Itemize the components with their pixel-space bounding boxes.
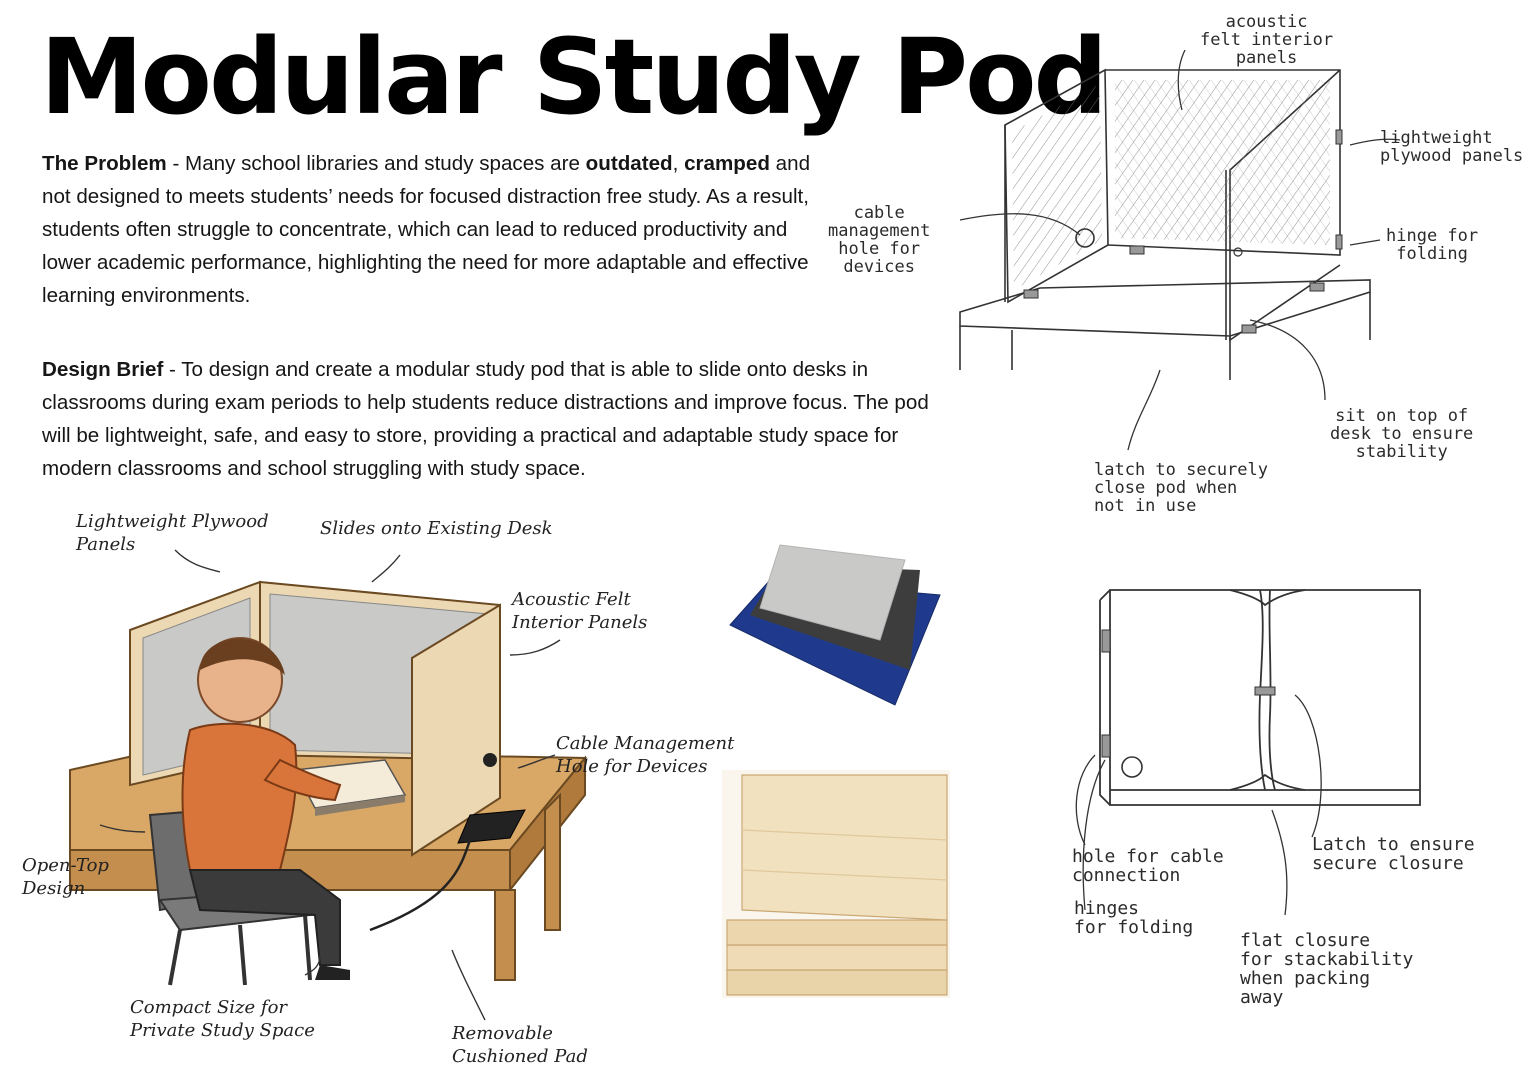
sketch-label-hinge: hinge for folding: [1386, 226, 1479, 264]
sketch-label-latch: latch to securely close pod when not in …: [1094, 460, 1268, 516]
sketch-label-plywood: lightweight plywood panels: [1380, 128, 1524, 166]
folded-label-hinges: hinges for folding: [1074, 898, 1194, 938]
illus-label-open-top: Open-Top Design: [22, 855, 109, 900]
illus-label-slides: Slides onto Existing Desk: [320, 518, 553, 539]
sketch-label-sit: sit on top of desk to ensure stability: [1330, 406, 1474, 462]
sketch-label-cable: cable management hole for devices: [828, 203, 931, 277]
felt-panels-image: [729, 544, 941, 706]
problem-text-3: and not designed to meets students’ need…: [42, 152, 811, 307]
problem-paragraph: The Problem - Many school libraries and …: [42, 147, 832, 312]
pod-sketch-top: [959, 49, 1401, 451]
illus-label-compact: Compact Size for Private Study Space: [130, 997, 315, 1042]
page-title: Modular Study Pod: [40, 16, 1108, 138]
pod-sketch-folded: [1075, 589, 1421, 916]
folded-label-hole: hole for cable connection: [1072, 846, 1224, 886]
illus-label-plywood: Lightweight Plywood Panels: [76, 511, 269, 556]
illus-label-cable: Cable Management Hole for Devices: [556, 733, 735, 778]
brief-paragraph: Design Brief - To design and create a mo…: [42, 353, 942, 485]
folded-label-flat: flat closure for stackability when packi…: [1240, 930, 1414, 1008]
student-pod-illustration: [69, 549, 588, 1021]
brief-text: - To design and create a modular study p…: [42, 358, 929, 480]
folded-label-latch: Latch to ensure secure closure: [1312, 834, 1475, 874]
problem-bold-cramped: cramped: [684, 152, 770, 175]
plywood-sheets-image: [722, 770, 950, 998]
illus-label-acoustic: Acoustic Felt Interior Panels: [512, 589, 648, 634]
brief-heading: Design Brief: [42, 358, 164, 381]
problem-heading: The Problem: [42, 152, 167, 175]
illus-label-cushion: Removable Cushioned Pad: [452, 1023, 588, 1068]
problem-bold-outdated: outdated: [585, 152, 673, 175]
problem-text-2: ,: [672, 152, 685, 175]
problem-text-1: - Many school libraries and study spaces…: [166, 152, 586, 175]
sketch-label-acoustic: acoustic felt interior panels: [1200, 12, 1334, 68]
